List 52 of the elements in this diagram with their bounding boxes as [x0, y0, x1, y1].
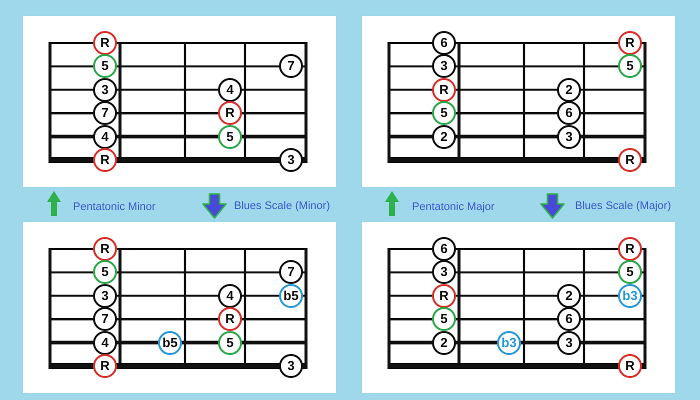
note-circle: 7 — [93, 101, 117, 126]
note-circle: R — [93, 148, 117, 172]
note-circle: 3 — [432, 54, 456, 78]
note-circle: 7 — [93, 307, 117, 332]
note-circle: b5 — [158, 330, 182, 355]
scale-caption: Pentatonic Minor — [73, 201, 156, 214]
note-circle: R — [218, 307, 242, 332]
note-circle: 5 — [218, 124, 242, 149]
note-circle: 3 — [432, 260, 456, 284]
note-circle: 4 — [218, 78, 242, 102]
note-circle: b3 — [497, 330, 521, 355]
note-circle: 5 — [432, 307, 456, 332]
note-circle: 3 — [557, 330, 581, 355]
note-circle: 3 — [279, 354, 303, 378]
note-circle: 7 — [279, 260, 303, 284]
note-circle: 2 — [432, 330, 456, 355]
note-circle: 5 — [93, 260, 117, 284]
note-circle: R — [218, 101, 242, 126]
note-circle: b3 — [618, 284, 642, 308]
note-circle: R — [93, 31, 117, 55]
note-circle: 6 — [432, 31, 456, 55]
note-circle: 4 — [93, 124, 117, 149]
note-circle: R — [432, 284, 456, 308]
note-circle: 4 — [93, 330, 117, 355]
note-circle: 5 — [93, 54, 117, 78]
note-circle: R — [618, 237, 642, 261]
note-circle: 5 — [618, 54, 642, 78]
scale-caption: Blues Scale (Major) — [575, 200, 671, 213]
note-circle: R — [618, 31, 642, 55]
note-circle: b5 — [279, 284, 303, 308]
note-circle: 5 — [432, 101, 456, 126]
note-circle: 7 — [279, 54, 303, 78]
note-circle: 5 — [618, 260, 642, 284]
note-circle: 3 — [93, 78, 117, 102]
note-circle: 2 — [432, 124, 456, 149]
note-circle: R — [93, 354, 117, 378]
note-circle: 3 — [557, 124, 581, 149]
note-circle: R — [432, 78, 456, 102]
note-circle: 6 — [557, 101, 581, 126]
note-circle: 5 — [218, 330, 242, 355]
note-circle: R — [618, 148, 642, 172]
note-circle: 6 — [557, 307, 581, 332]
note-circle: 6 — [432, 237, 456, 261]
note-circle: 3 — [93, 284, 117, 308]
scale-caption: Blues Scale (Minor) — [234, 200, 330, 213]
note-circle: 4 — [218, 284, 242, 308]
note-circle: 2 — [557, 284, 581, 308]
note-circle: R — [618, 354, 642, 378]
note-circle: R — [93, 237, 117, 261]
note-circle: 3 — [279, 148, 303, 172]
note-circle: 2 — [557, 78, 581, 102]
scale-caption: Pentatonic Major — [412, 201, 495, 214]
